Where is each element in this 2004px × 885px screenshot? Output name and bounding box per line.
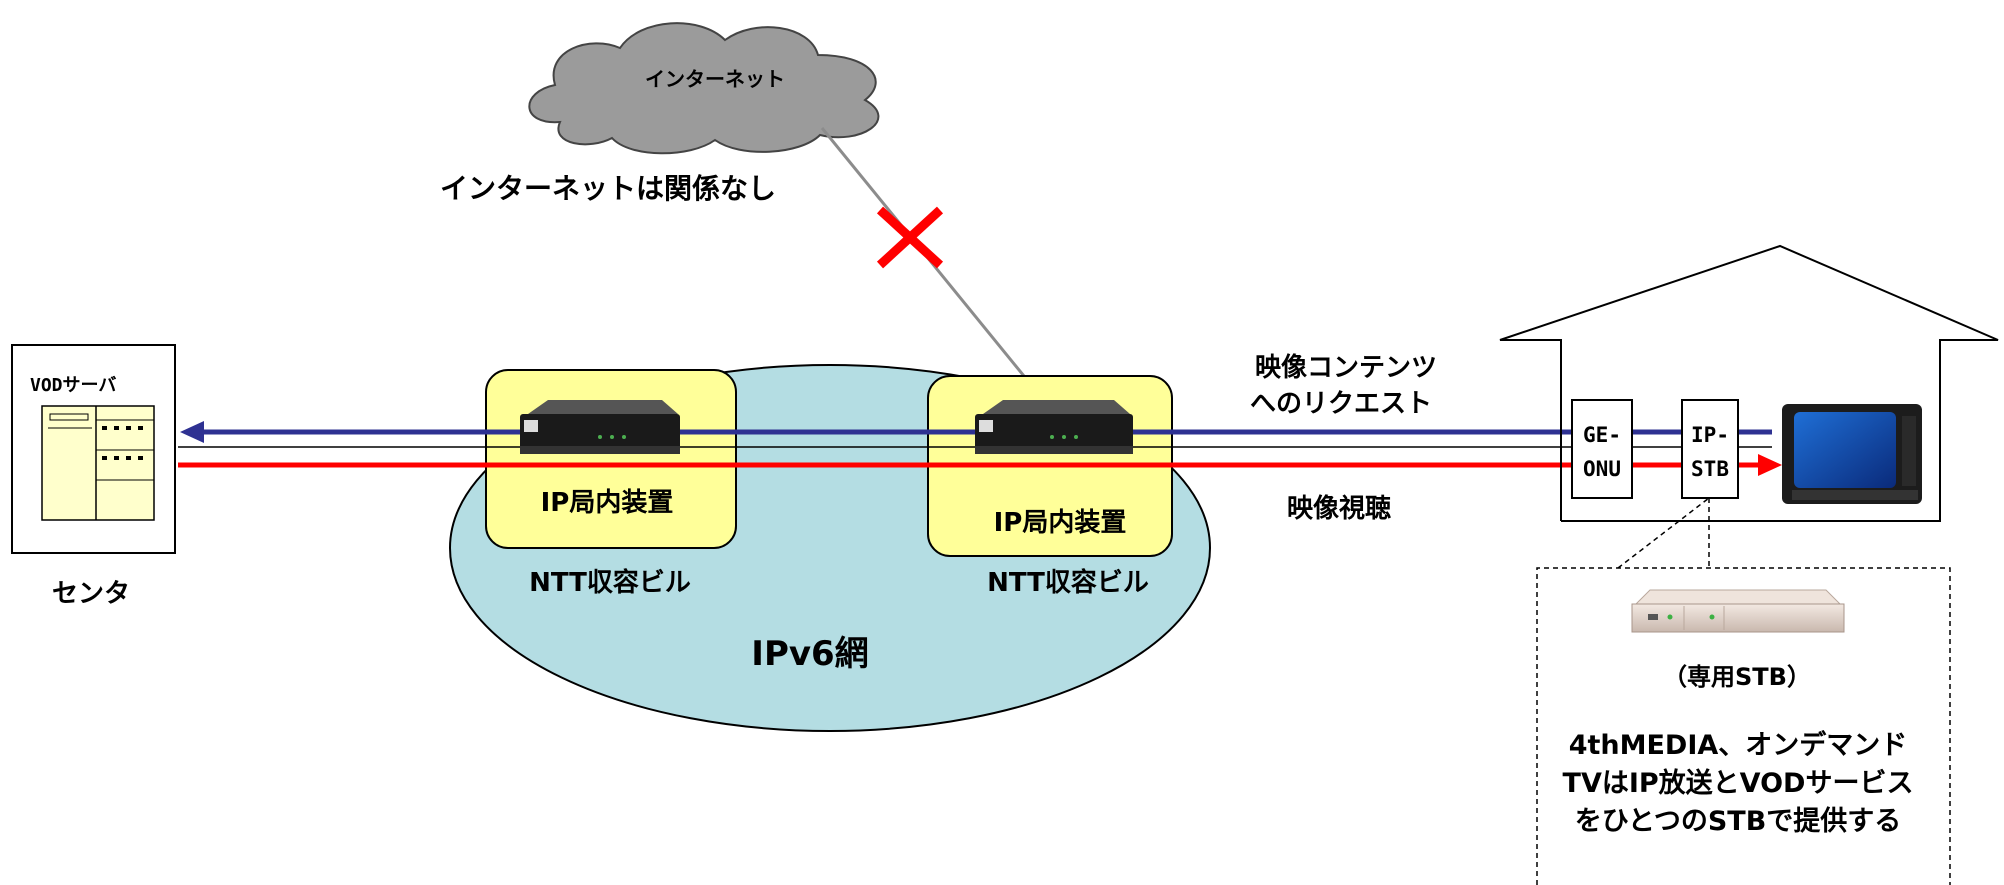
dedicated-stb-icon xyxy=(1631,589,1845,633)
device-right-label: IP局内装置 xyxy=(994,508,1127,538)
network-name: IPv6網 xyxy=(751,634,868,674)
building-left-caption: NTT収容ビル xyxy=(529,567,691,598)
onu-label-line2: ONU xyxy=(1583,457,1621,481)
router-right-icon xyxy=(975,400,1133,454)
ntt-building-left xyxy=(485,369,737,549)
internet-link-line xyxy=(820,127,1052,409)
server-label: VODサーバ xyxy=(30,375,116,396)
internet-cloud: インターネット xyxy=(528,22,880,155)
router-left-icon xyxy=(520,400,680,454)
building-right-caption: NTT収容ビル xyxy=(987,567,1149,598)
cloud-label: インターネット xyxy=(645,67,785,91)
stb-caption: （専用STB） xyxy=(1663,663,1811,691)
request-label-line2: へのリクエスト xyxy=(1250,389,1432,419)
stb-callout xyxy=(1536,497,1951,885)
ge-onu-device xyxy=(1571,399,1633,499)
request-arrowhead-icon xyxy=(180,421,204,443)
device-left-label: IP局内装置 xyxy=(541,488,674,518)
viewing-label: 映像視聴 xyxy=(1287,494,1391,524)
viewing-arrowhead-icon xyxy=(1758,454,1782,476)
request-label-line1: 映像コンテンツ xyxy=(1255,353,1437,383)
home-building xyxy=(1499,244,1999,522)
callout-line3: をひとつのSTBで提供する xyxy=(1575,806,1902,837)
center-caption: センタ xyxy=(52,579,130,609)
onu-label-line1: GE- xyxy=(1583,423,1621,447)
no-connection-cross-icon xyxy=(876,206,944,269)
television-icon xyxy=(1782,404,1922,504)
internet-note: インターネットは関係なし xyxy=(440,172,776,205)
callout-line2: TVはIP放送とVODサービス xyxy=(1563,767,1914,799)
callout-line1: 4thMEDIA、オンデマンド xyxy=(1569,729,1908,761)
vod-server-icon xyxy=(41,405,155,521)
ip-stb-device xyxy=(1681,399,1739,499)
stb-label-line2: STB xyxy=(1691,457,1729,481)
stb-label-line1: IP- xyxy=(1691,423,1729,447)
